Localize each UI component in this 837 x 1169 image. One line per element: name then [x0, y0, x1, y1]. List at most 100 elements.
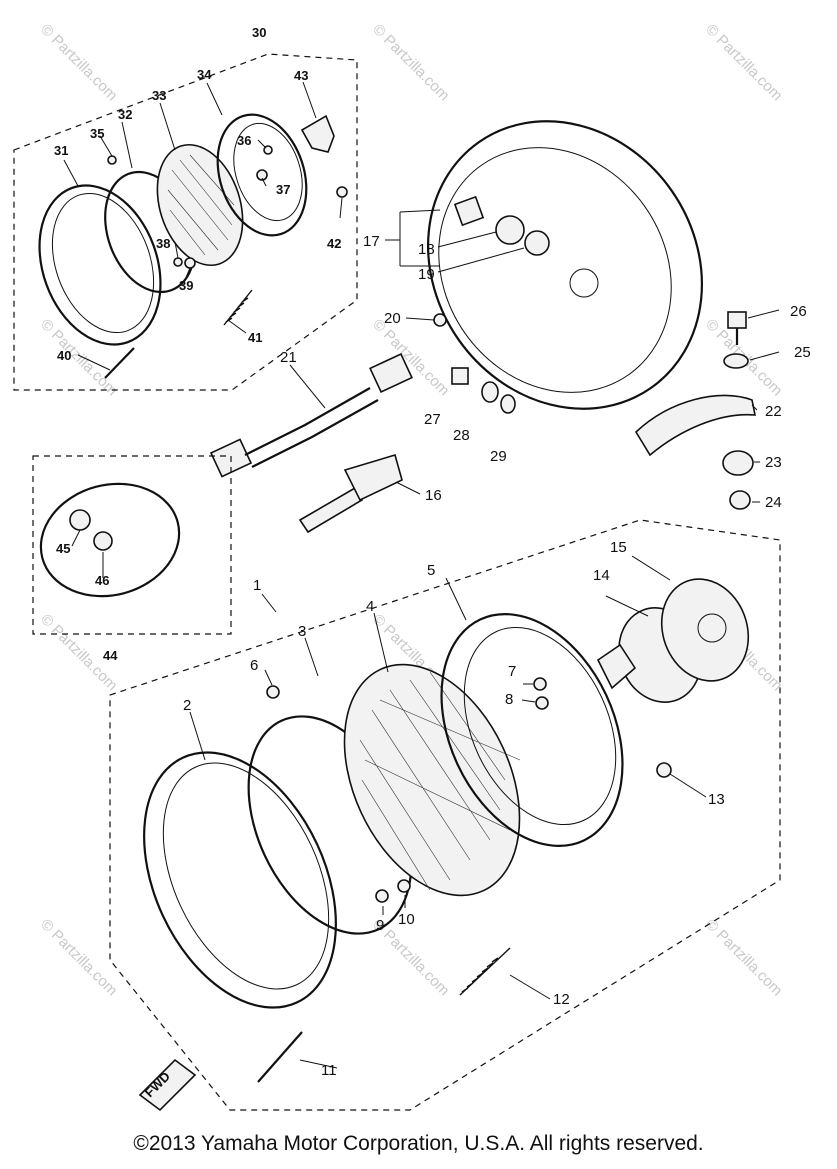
body-34-inner	[233, 122, 303, 222]
callout-4: 4	[366, 598, 374, 615]
lens-4-pattern	[359, 671, 521, 891]
callout-39: 39	[179, 278, 193, 293]
callout-14: 14	[593, 567, 610, 584]
nut-39	[184, 257, 196, 269]
cable-21	[244, 387, 379, 468]
callout-40: 40	[57, 348, 71, 363]
watermark: © Partzilla.com	[702, 21, 785, 104]
group-44-boundary	[32, 455, 232, 635]
screw-9	[375, 889, 389, 903]
screw-42	[336, 186, 348, 198]
callout-38: 38	[156, 236, 170, 251]
rim-2-inner	[162, 762, 330, 990]
callout-27: 27	[424, 411, 441, 428]
nut-10	[397, 879, 411, 893]
watermark: © Partzilla.com	[369, 21, 452, 104]
watermark: © Partzilla.com	[37, 316, 120, 399]
callout-42: 42	[327, 236, 341, 251]
bolt-26	[727, 311, 747, 329]
callout-22: 22	[765, 403, 782, 420]
callout-19: 19	[418, 266, 435, 283]
housing-17-hole	[569, 268, 599, 298]
washer-29	[500, 394, 516, 414]
callout-21: 21	[280, 349, 297, 366]
callout-8: 8	[505, 691, 513, 708]
leader-lines-group-1	[189, 555, 707, 1069]
screw-35	[107, 155, 117, 165]
watermark: © Partzilla.com	[37, 21, 120, 104]
callout-35: 35	[90, 126, 104, 141]
callout-6: 6	[250, 657, 258, 674]
callout-32: 32	[118, 107, 132, 122]
callout-24: 24	[765, 494, 782, 511]
body-5-inner	[463, 626, 617, 826]
group-30-boundary	[13, 53, 358, 391]
callout-9: 9	[376, 917, 384, 934]
leader-lines-group-30	[63, 81, 343, 371]
callout-34: 34	[197, 67, 212, 82]
bulb-16-base	[343, 453, 403, 502]
callout-18: 18	[418, 241, 435, 258]
callout-29: 29	[490, 448, 507, 465]
callout-25: 25	[794, 344, 811, 361]
callout-45: 45	[56, 541, 70, 556]
connector-21-head	[369, 352, 413, 394]
callout-36: 36	[237, 133, 251, 148]
leader-lines-cable	[289, 364, 421, 495]
nut-37	[256, 169, 268, 181]
body-5	[440, 613, 624, 847]
watermark: © Partzilla.com	[702, 916, 785, 999]
group-1-boundary	[109, 519, 781, 1111]
bulb-socket-14	[596, 643, 637, 690]
callout-33: 33	[152, 88, 166, 103]
grommet-45	[69, 509, 91, 531]
callout-12: 12	[553, 991, 570, 1008]
collar-24	[729, 490, 751, 510]
callout-17: 17	[363, 233, 380, 250]
copyright-notice: ©2013 Yamaha Motor Corporation, U.S.A. A…	[133, 1132, 704, 1155]
cover-15	[660, 578, 750, 682]
damper-23	[722, 450, 754, 476]
spring-12	[459, 947, 511, 996]
callout-3: 3	[298, 623, 306, 640]
callout-5: 5	[427, 562, 435, 579]
housing-17-assembly	[385, 120, 780, 510]
washer-28	[481, 381, 499, 403]
nut-38	[173, 257, 183, 267]
callout-46: 46	[95, 573, 109, 588]
callout-43: 43	[294, 68, 308, 83]
lens-unit-4	[343, 663, 521, 897]
callout-31: 31	[54, 143, 68, 158]
group-30-assembly	[13, 53, 358, 391]
rim-31	[38, 184, 162, 346]
leader-lines-group-44	[71, 529, 104, 578]
screw-20	[433, 313, 447, 327]
callout-37: 37	[276, 182, 290, 197]
bolt-27	[451, 367, 469, 385]
washer-25	[723, 353, 749, 369]
bolt-40	[104, 347, 135, 379]
spring-41	[223, 289, 253, 326]
group-1-assembly	[109, 519, 781, 1112]
callout-13: 13	[708, 791, 725, 808]
body-34	[216, 113, 308, 237]
nut-7	[533, 677, 547, 691]
callout-26: 26	[790, 303, 807, 320]
fwd-arrow	[138, 1058, 197, 1112]
rim-31-inner	[51, 192, 155, 334]
cable-and-bulb	[209, 352, 421, 534]
grommet-18	[495, 215, 525, 245]
grommet-19	[524, 230, 550, 256]
bracket-43	[300, 114, 335, 153]
group-44-assembly	[32, 455, 232, 635]
callout-41: 41	[248, 330, 262, 345]
lens-33-pattern	[167, 154, 235, 256]
rim-2	[143, 751, 337, 1009]
bolt-11	[257, 1031, 303, 1083]
leader-lines-housing	[385, 209, 780, 503]
callout-23: 23	[765, 454, 782, 471]
callout-16: 16	[425, 487, 442, 504]
housing-17-switch-hole	[453, 195, 485, 227]
housing-17-inner	[438, 147, 672, 393]
nut-8	[535, 696, 549, 710]
